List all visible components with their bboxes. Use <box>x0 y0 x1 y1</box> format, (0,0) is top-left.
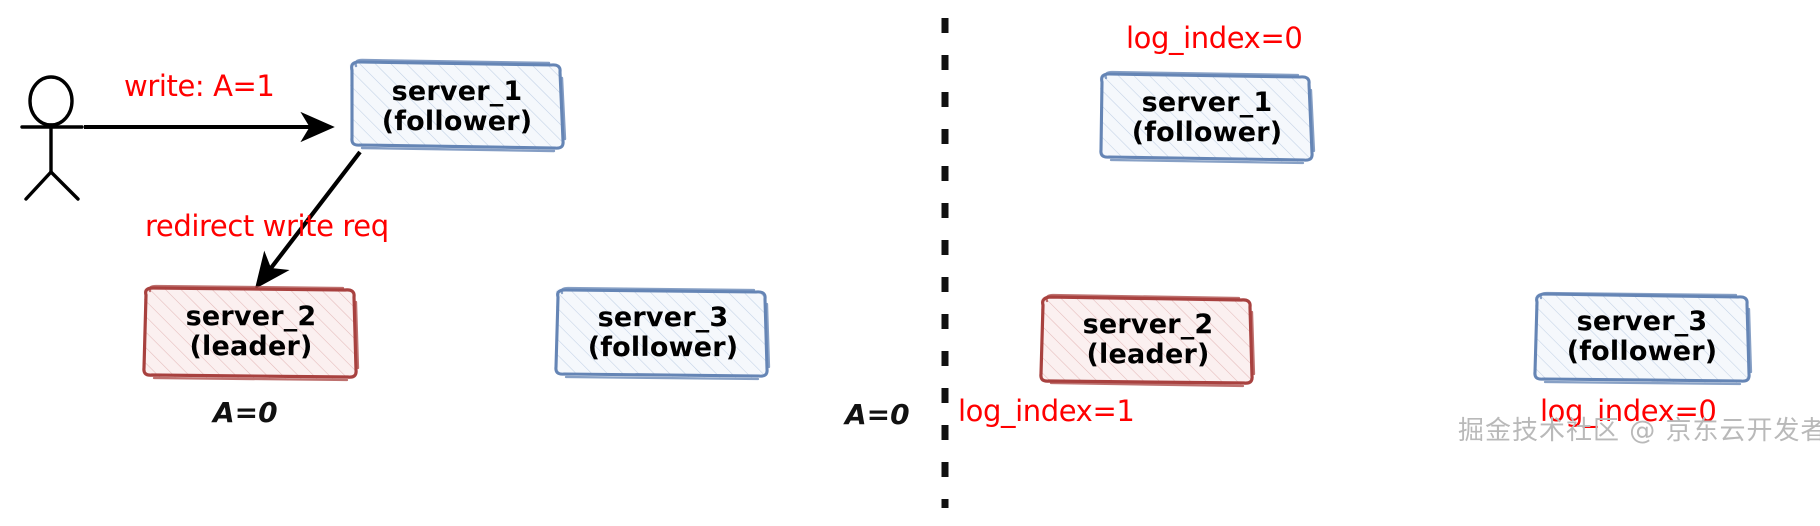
server-3-box-shape <box>1533 291 1753 386</box>
server-2-log-index-label: log_index=1 <box>958 394 1135 428</box>
redirect-arrow-label: redirect write req <box>145 209 389 243</box>
server-2-value-label: A=0 <box>845 398 910 431</box>
server-1-box-shape <box>1099 70 1316 165</box>
server-3-box-shape <box>554 286 771 381</box>
server-1-box-shape <box>349 58 567 153</box>
write-request-arrow-label: write: A=1 <box>124 69 275 103</box>
server-3-log-index-label: log_index=0 <box>1540 394 1717 428</box>
server-1-log-index-label: log_index=0 <box>1126 21 1303 55</box>
server-2-box-shape <box>1039 293 1256 388</box>
user-stick-figure-shape <box>20 75 84 201</box>
site-watermark: 掘金技术社区 @ 京东云开发者 <box>1458 416 1820 446</box>
server-2-value-label: A=0 <box>213 396 278 429</box>
server-2-box-shape <box>142 284 360 382</box>
redirect-arrow-shape <box>254 150 362 289</box>
